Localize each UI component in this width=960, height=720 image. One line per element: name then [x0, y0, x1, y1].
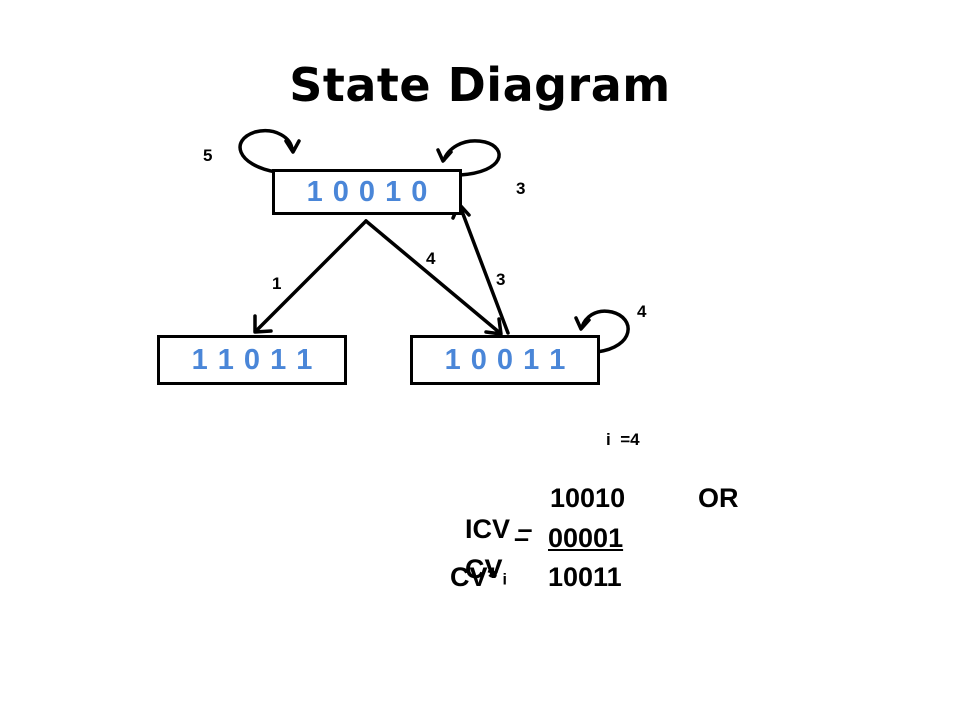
- icv-line: ICV –: [450, 483, 533, 545]
- self-loop-arrow-right: [580, 309, 630, 354]
- transition-arrow-top-to-right: [364, 219, 502, 335]
- cvstar-value: 10011: [548, 562, 622, 592]
- state-label: 1 1 0 1 1: [191, 343, 313, 376]
- edge-label-self-loop-right: 4: [637, 302, 647, 321]
- state-box-bottom-right: 1 0 0 1 1: [410, 335, 600, 385]
- iteration-value: =4: [620, 430, 640, 449]
- cvi-subscript: i: [502, 571, 507, 589]
- iteration-label: i =4: [606, 430, 640, 450]
- icv-value: 10010: [550, 483, 626, 513]
- state-label: 1 0 0 1 1: [444, 343, 566, 376]
- cvi-value: 00001: [548, 523, 624, 553]
- state-label: 1 0 0 1 0: [306, 175, 428, 208]
- arrowhead: [284, 139, 301, 154]
- cvi-dash: –: [514, 523, 530, 553]
- cvstar-label: CV*: [450, 562, 499, 592]
- state-box-bottom-left: 1 1 0 1 1: [157, 335, 347, 385]
- edge-label-self-loop-top-left: 5: [203, 146, 213, 165]
- self-loop-arrow-top-left: [238, 129, 294, 174]
- edge-label-self-loop-top-right: 3: [516, 179, 526, 198]
- page-title: State Diagram: [289, 58, 671, 112]
- state-box-top: 1 0 0 1 0: [272, 169, 462, 215]
- iteration-variable: i: [606, 430, 611, 449]
- transition-arrow-top-to-left: [255, 219, 368, 332]
- self-loop-arrow-top-right: [442, 139, 501, 177]
- arrowhead: [253, 314, 273, 334]
- arrowhead: [574, 316, 591, 331]
- edge-label-right-to-top: 3: [496, 270, 506, 289]
- edge-label-top-to-left: 1: [272, 274, 282, 293]
- cvi-label: CV: [465, 554, 503, 584]
- edge-label-top-to-right: 4: [426, 249, 436, 268]
- or-label: OR: [698, 483, 739, 513]
- icv-label: ICV –: [465, 514, 533, 544]
- arrowhead: [484, 317, 503, 336]
- arrowhead: [436, 148, 453, 163]
- cvi-line: CVi: [450, 523, 507, 589]
- transition-arrow-right-to-top: [458, 204, 510, 335]
